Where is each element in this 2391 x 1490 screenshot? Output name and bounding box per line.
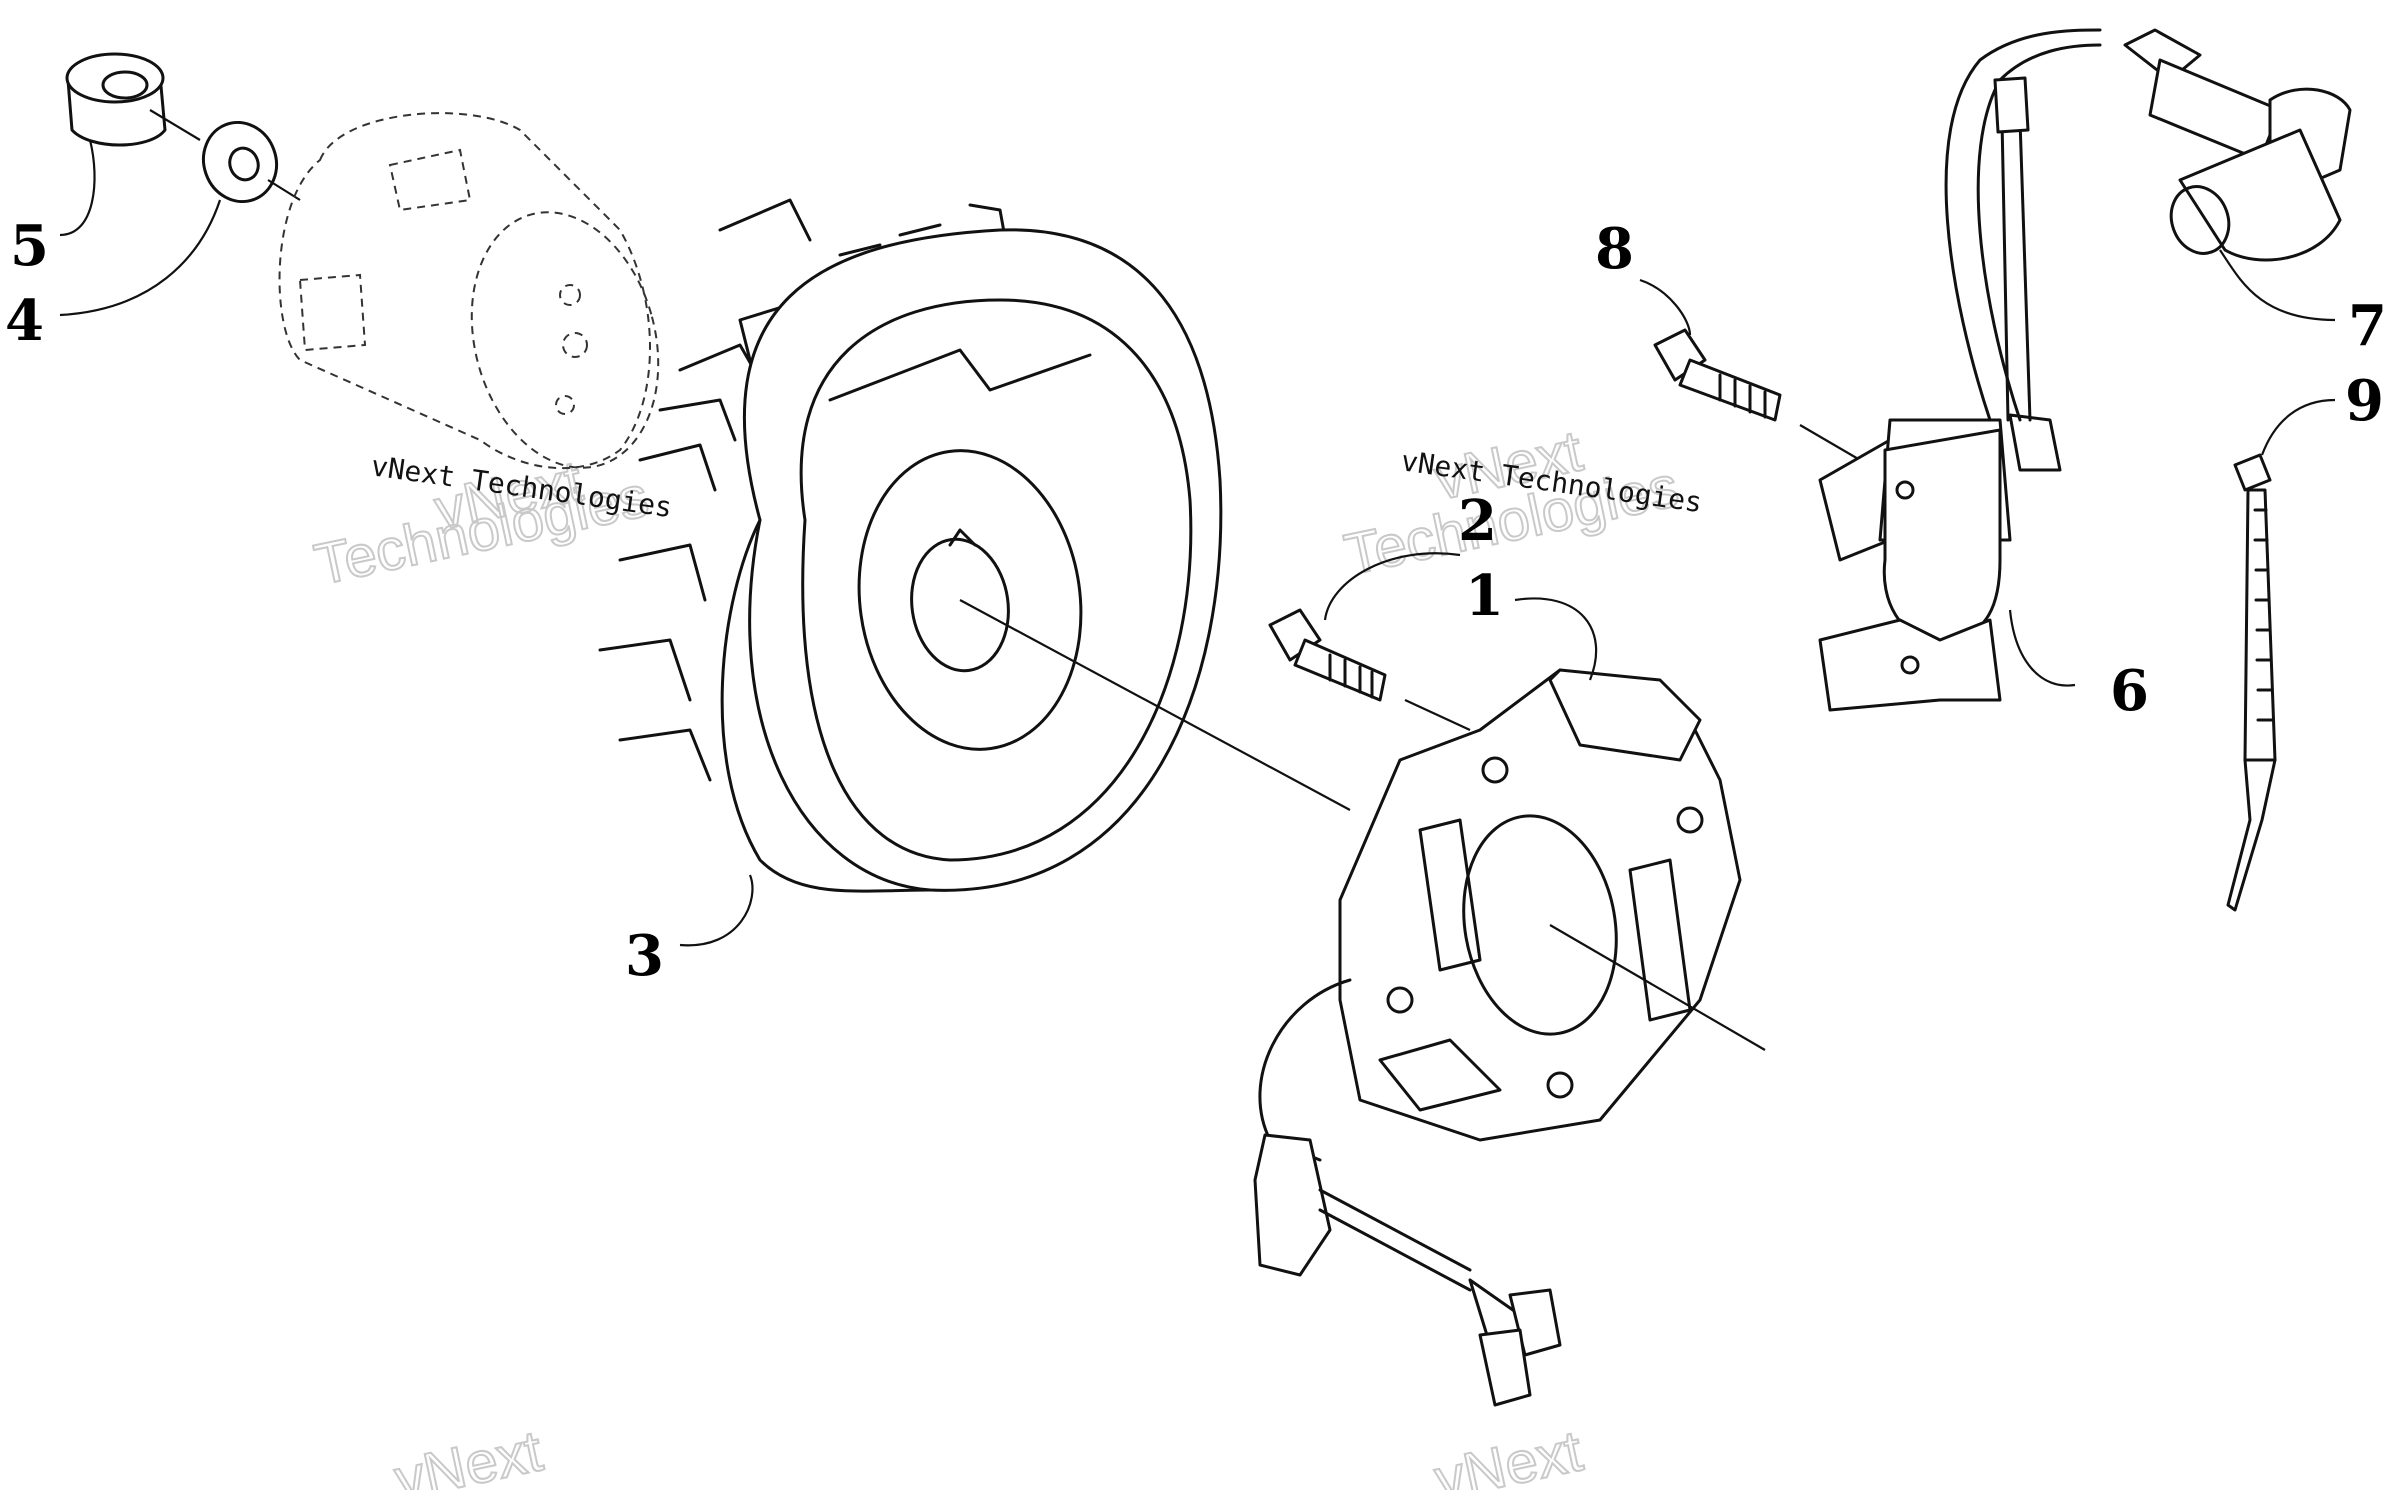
- part-bolt-stator: [1268, 608, 1387, 702]
- leader-2: [1323, 552, 1461, 621]
- callout-6: 6: [2110, 658, 2149, 724]
- axis-line: [1404, 699, 1471, 731]
- leader-9: [2260, 398, 2336, 456]
- axis-line: [959, 599, 1351, 811]
- watermark-left: vNext Technologies vNext Technologies: [308, 447, 674, 598]
- leader-4: [59, 199, 222, 317]
- part-washer: [202, 120, 278, 204]
- watermark-bottom: vNext vNext: [388, 1417, 1589, 1490]
- part-cable-tie: [2226, 453, 2277, 912]
- callout-5: 5: [10, 213, 49, 279]
- starter-cup-phantom: [278, 112, 660, 470]
- axis-line: [1549, 924, 1766, 1051]
- watermark-right: vNext Technologies vNext Technologies: [1338, 417, 1704, 588]
- leader-3: [679, 874, 754, 947]
- watermark-word-vnext: vNext: [389, 1418, 548, 1490]
- callout-7: 7: [2348, 293, 2387, 359]
- callout-4: 4: [5, 288, 44, 354]
- callout-2: 2: [1458, 488, 1497, 554]
- callout-9: 9: [2345, 368, 2384, 434]
- stator-lead-wire: [1253, 1133, 1562, 1407]
- axis-line: [1799, 424, 1861, 461]
- part-nut: [65, 52, 167, 147]
- part-ignition-coil: [1818, 28, 2102, 712]
- part-flywheel: [598, 198, 1223, 893]
- leader-1: [1514, 597, 1598, 681]
- callout-leaders: [59, 139, 2336, 947]
- part-stator: [1258, 668, 1742, 1142]
- axis-line: [149, 109, 201, 141]
- watermark-word-vnext: vNext: [1429, 1418, 1588, 1490]
- callout-3: 3: [625, 923, 664, 989]
- leader-6: [2008, 609, 2076, 687]
- leader-8: [1639, 278, 1692, 336]
- callout-1: 1: [1465, 563, 1504, 629]
- part-bolt-coil: [1653, 328, 1782, 422]
- part-spark-plug-cap: [2123, 28, 2352, 262]
- callout-8: 8: [1595, 216, 1634, 282]
- leader-5: [59, 139, 96, 237]
- leader-7: [2219, 249, 2336, 322]
